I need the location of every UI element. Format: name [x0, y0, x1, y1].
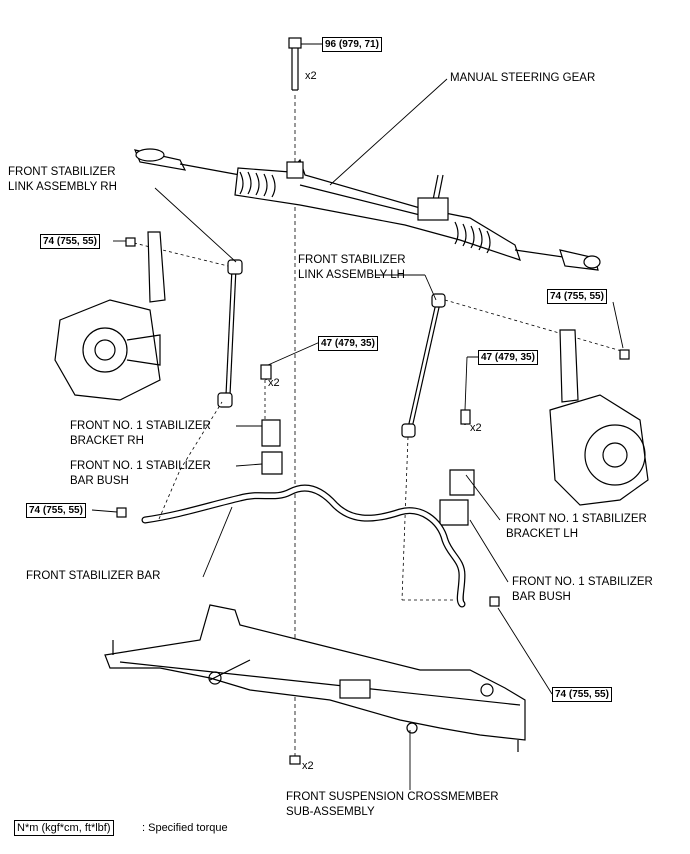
- bracket-bolt-lh: [460, 409, 471, 425]
- qty-bracket-lh-bolt: x2: [470, 422, 482, 434]
- label-stabilizer-bar: FRONT STABILIZER BAR: [26, 570, 161, 582]
- legend-unit-box: N*m (kgf*cm, ft*lbf): [14, 820, 114, 836]
- leader-lines: [91, 43, 624, 790]
- torque-bar-lh-nut: 74 (755, 55): [552, 687, 612, 702]
- stabilizer-bar-shape: [141, 484, 466, 608]
- torque-bracket-rh-bolt: 47 (479, 35): [318, 336, 378, 351]
- bracket-bolt-rh: [260, 364, 272, 380]
- label-manual-steering-gear: MANUAL STEERING GEAR: [450, 72, 596, 84]
- crossmember-nut-bottom: [289, 755, 301, 765]
- label-link-lh-line2: LINK ASSEMBLY LH: [298, 269, 405, 281]
- manual-steering-gear-shape: [134, 148, 601, 271]
- label-bracket-rh-line2: BRACKET RH: [70, 435, 144, 447]
- qty-top-bolt: x2: [305, 70, 317, 82]
- nut-rh-top: [125, 237, 136, 247]
- qty-bracket-rh-bolt: x2: [268, 377, 280, 389]
- label-bush-rh-line2: BAR BUSH: [70, 475, 129, 487]
- label-bracket-lh-line1: FRONT NO. 1 STABILIZER: [506, 513, 647, 525]
- nut-bar-rh: [116, 507, 127, 518]
- steering-knuckle-rh: [54, 231, 166, 401]
- label-bush-rh-line1: FRONT NO. 1 STABILIZER: [70, 460, 211, 472]
- label-crossmember-line1: FRONT SUSPENSION CROSSMEMBER: [286, 791, 499, 803]
- nut-bar-lh: [489, 596, 500, 607]
- label-crossmember-line2: SUB-ASSEMBLY: [286, 806, 375, 818]
- label-bush-lh-line1: FRONT NO. 1 STABILIZER: [512, 576, 653, 588]
- bracket-bush-lh: [439, 415, 475, 526]
- steering-gear-bolt: [288, 37, 302, 91]
- label-bracket-lh-line2: BRACKET LH: [506, 528, 579, 540]
- torque-link-lh-nut: 74 (755, 55): [547, 289, 607, 304]
- torque-bar-rh-nut: 74 (755, 55): [26, 503, 86, 518]
- torque-link-rh-nut: 74 (755, 55): [40, 234, 100, 249]
- torque-bracket-lh-bolt: 47 (479, 35): [478, 350, 538, 365]
- qty-bottom-nut: x2: [302, 760, 314, 772]
- torque-steering-gear-bolt: 96 (979, 71): [322, 37, 382, 52]
- label-link-lh-line1: FRONT STABILIZER: [298, 254, 406, 266]
- steering-knuckle-lh: [549, 329, 649, 506]
- crossmember-shape: [104, 604, 526, 752]
- label-link-rh-line2: LINK ASSEMBLY RH: [8, 181, 117, 193]
- nut-lh-top: [619, 349, 630, 360]
- stabilizer-link-rh-shape: [133, 242, 243, 408]
- label-link-rh-line1: FRONT STABILIZER: [8, 166, 116, 178]
- label-bracket-rh-line1: FRONT NO. 1 STABILIZER: [70, 420, 211, 432]
- label-bush-lh-line2: BAR BUSH: [512, 591, 571, 603]
- legend-description: : Specified torque: [142, 822, 228, 834]
